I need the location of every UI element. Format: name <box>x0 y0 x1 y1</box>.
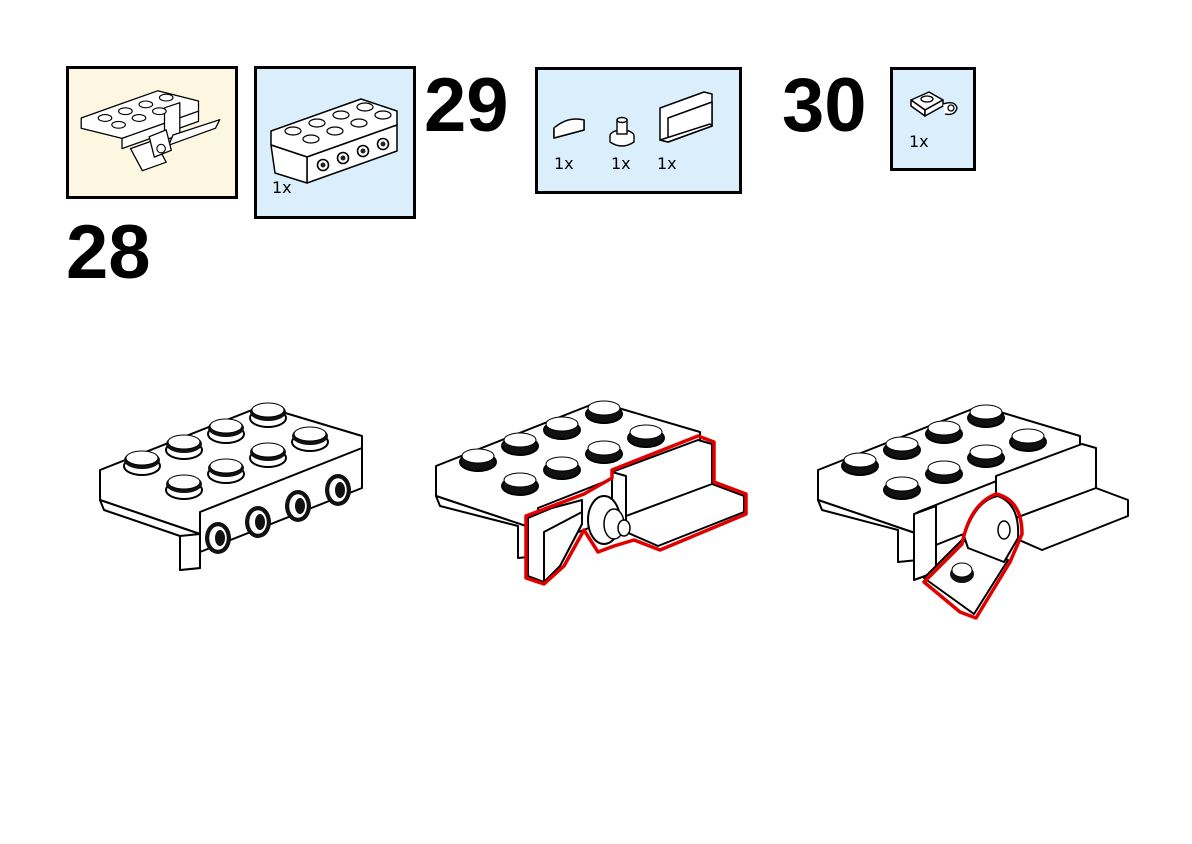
highlight-new-parts <box>524 434 748 586</box>
bracket-assembly-icon <box>80 90 221 172</box>
part-quantity: 1x <box>272 178 292 197</box>
round-plate-with-pin-icon <box>609 116 635 147</box>
step-number-29: 29 <box>424 63 509 148</box>
part-quantity: 1x <box>657 154 677 173</box>
bracket-plate-2x4-icon <box>270 98 398 184</box>
part-quantity: 1x <box>909 132 929 151</box>
panel-1x2x1-icon <box>659 91 713 143</box>
part-quantity: 1x <box>554 154 574 173</box>
plate-with-clip-icon <box>910 91 958 117</box>
parts-list-step-29: 1x 1x 1x <box>535 67 742 194</box>
parts-list-step-30: 1x <box>890 67 976 171</box>
step-number-28: 28 <box>66 210 151 295</box>
submodel-preview-box <box>66 66 238 199</box>
highlight-new-parts <box>922 492 1024 620</box>
tile-quarter-round-icon <box>553 118 585 139</box>
part-quantity: 1x <box>611 154 631 173</box>
parts-list-step-28: 1x <box>254 66 416 219</box>
step-number-30: 30 <box>782 63 867 148</box>
